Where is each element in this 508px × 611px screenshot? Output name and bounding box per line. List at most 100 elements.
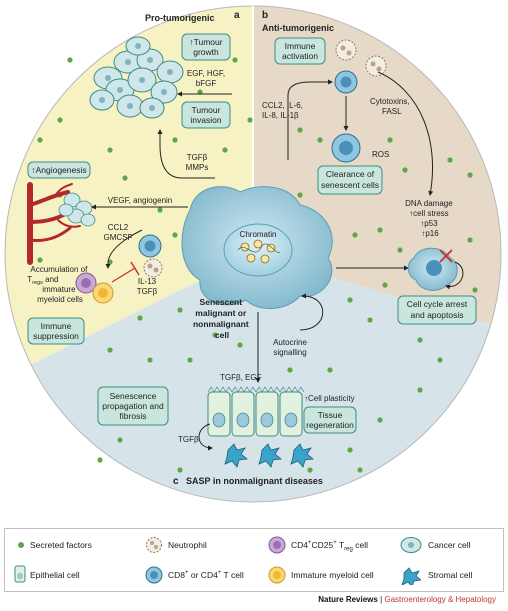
secreted-factor-dot bbox=[187, 357, 193, 363]
neutrophil-icon bbox=[146, 537, 162, 553]
secreted-factor-dot bbox=[97, 457, 103, 463]
svg-text:↑Angiogenesis: ↑Angiogenesis bbox=[31, 165, 86, 175]
legend-secreted: Secreted factors bbox=[30, 540, 92, 550]
cytotoxins-label: Cytotoxins,FASL bbox=[370, 97, 410, 116]
secreted-factor-dot bbox=[122, 175, 128, 181]
panel-b-letter: b bbox=[262, 10, 268, 21]
secreted-factor-dot bbox=[402, 167, 408, 173]
chromatin-label: Chromatin bbox=[240, 230, 277, 239]
secreted-factor-dot bbox=[387, 137, 393, 143]
arrest-cross-icon bbox=[439, 249, 453, 263]
secreted-factor-dot bbox=[137, 315, 143, 321]
legend-neutrophil: Neutrophil bbox=[168, 540, 207, 550]
secreted-factor-dot bbox=[382, 282, 388, 288]
secreted-factor-dot bbox=[347, 447, 353, 453]
secreted-factor-dot bbox=[327, 367, 333, 373]
secreted-factor-dots bbox=[37, 57, 478, 473]
accumulation-label: Accumulation of Tregs and immature myelo… bbox=[27, 265, 89, 304]
t-cell-icon bbox=[145, 566, 163, 584]
treg-icon bbox=[268, 536, 286, 554]
myeloid-icon bbox=[268, 566, 286, 584]
myeloid-cell bbox=[92, 282, 114, 304]
chromatin-icon bbox=[237, 239, 281, 264]
panel-c-title: SASP in nonmalignant diseases bbox=[186, 476, 323, 486]
secreted-factor-dot bbox=[287, 367, 293, 373]
secreted-factor-dot bbox=[172, 232, 178, 238]
secreted-factor-dot bbox=[447, 157, 453, 163]
stromal-icon bbox=[401, 567, 421, 585]
secreted-factor-dot bbox=[37, 137, 43, 143]
nucleus bbox=[223, 223, 293, 277]
secreted-factor-dot bbox=[317, 137, 323, 143]
vessel-tumour-cells bbox=[58, 192, 96, 227]
secreted-factor-dot bbox=[57, 117, 63, 123]
secreted-factor-dot bbox=[247, 117, 253, 123]
secreted-factor-dot bbox=[417, 387, 423, 393]
cancer-cell-icon bbox=[400, 537, 422, 553]
secreted-factor-dot bbox=[367, 317, 373, 323]
legend-cancer: Cancer cell bbox=[428, 540, 471, 550]
secreted-factor-dot bbox=[117, 437, 123, 443]
secreted-factor-dot bbox=[172, 137, 178, 143]
secreted-factor-dot bbox=[377, 227, 383, 233]
secreted-factor-dot bbox=[107, 347, 113, 353]
secreted-factor-dot bbox=[467, 237, 473, 243]
tgfb-egf-label: TGFβ, EGF bbox=[220, 373, 262, 382]
sector-nonmalignant bbox=[5, 254, 501, 502]
t-cell-ros bbox=[331, 133, 361, 163]
secreted-factor-dot bbox=[347, 297, 353, 303]
secreted-factor-icon bbox=[18, 542, 24, 548]
legend-epithelial: Epithelial cell bbox=[30, 570, 80, 580]
secreted-factor-dot bbox=[197, 89, 203, 95]
secreted-factor-dot bbox=[352, 232, 358, 238]
secreted-factor-dot bbox=[307, 467, 313, 473]
cell-plasticity-label: ↑Cell plasticity bbox=[304, 394, 355, 403]
secreted-factor-dot bbox=[377, 417, 383, 423]
stromal-cells bbox=[224, 443, 314, 468]
angiogenesis-box: ↑Angiogenesis bbox=[27, 161, 91, 179]
secreted-factor-dot bbox=[232, 57, 238, 63]
secreted-factor-dot bbox=[417, 337, 423, 343]
vegf-label: VEGF, angiogenin bbox=[108, 196, 173, 205]
ros-label: ROS bbox=[372, 150, 389, 159]
neutrophil-left bbox=[143, 258, 163, 278]
secreted-factor-dot bbox=[157, 207, 163, 213]
t-cell-left bbox=[138, 234, 162, 258]
legend-cd8: CD8+ or CD4+ T cell bbox=[168, 570, 244, 580]
secreted-factor-dot bbox=[67, 57, 73, 63]
treg-cell bbox=[75, 272, 97, 294]
secreted-factor-dot bbox=[177, 467, 183, 473]
journal-credit: Nature Reviews | Gastroenterology & Hepa… bbox=[318, 595, 496, 604]
secreted-factor-dot bbox=[147, 357, 153, 363]
dna-damage-label: DNA damage ↑cell stress ↑p53 ↑p16 bbox=[405, 199, 455, 238]
epithelial-icon bbox=[14, 565, 26, 583]
secreted-factor-dot bbox=[357, 467, 363, 473]
neutrophil-top-right bbox=[365, 55, 387, 77]
secreted-factor-dot bbox=[297, 192, 303, 198]
secreted-factor-dot bbox=[297, 127, 303, 133]
legend-treg: CD4+CD25+ Treg cell bbox=[291, 540, 368, 553]
panel-b-title: Anti-tumorigenic bbox=[262, 23, 334, 33]
tgfb-small-label: TGFβ bbox=[178, 435, 199, 444]
secreted-factor-dot bbox=[222, 147, 228, 153]
legend-stromal: Stromal cell bbox=[428, 570, 473, 580]
t-cell-top bbox=[334, 70, 358, 94]
secreted-factor-dot bbox=[107, 147, 113, 153]
